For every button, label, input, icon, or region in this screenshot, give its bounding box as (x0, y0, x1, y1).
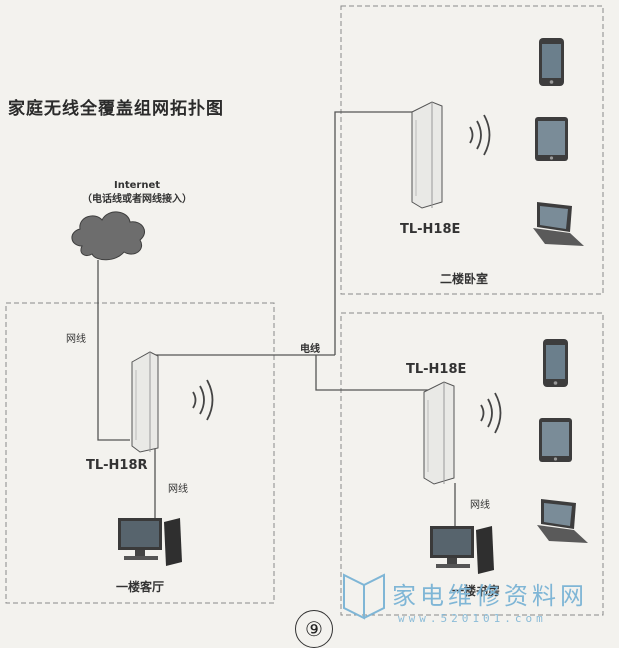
laptop-icon (537, 499, 588, 543)
desktop-computer-icon (118, 518, 182, 566)
device-label-bedroom-extender: TL-H18E (400, 222, 461, 237)
main-adapter-device (131, 351, 159, 453)
device-label-study-extender: TL-H18E (406, 362, 467, 377)
wifi-signal-icon (480, 392, 502, 434)
page-number: ⑨ (295, 610, 333, 648)
cable-label-internet: 网线 (66, 334, 86, 345)
wifi-signal-icon (192, 379, 214, 421)
cable-label-pc-study: 网线 (470, 500, 490, 511)
smartphone-icon (543, 339, 568, 387)
wifi-signal-icon (469, 114, 491, 156)
diagram-title: 家庭无线全覆盖组网拓扑图 (8, 99, 224, 119)
cable-internet-to-router (97, 260, 130, 441)
laptop-icon (533, 202, 584, 246)
watermark-text: 家电维修资料网 (392, 582, 588, 610)
powerline-label: 电线 (300, 344, 320, 355)
smartphone-icon (539, 38, 564, 86)
powerline-to-bedroom (334, 111, 418, 355)
desktop-computer-icon (430, 526, 494, 574)
watermark-logo-icon (343, 573, 385, 620)
study-extender-device (423, 381, 455, 485)
watermark-url: www.520101.com (398, 612, 547, 625)
room-box-study (340, 312, 604, 616)
tablet-icon (535, 117, 568, 161)
internet-label: Internet （电话线或者网线接入） (62, 179, 212, 207)
device-label-main-adapter: TL-H18R (86, 458, 148, 473)
internet-note: （电话线或者网线接入） (82, 194, 192, 205)
tablet-icon (539, 418, 572, 462)
room-box-first-floor (5, 302, 275, 604)
room-box-second-floor (340, 5, 604, 295)
bedroom-extender-device (411, 101, 443, 209)
powerline-to-study (315, 355, 428, 391)
cable-label-pc-1f: 网线 (168, 484, 188, 495)
internet-cloud-icon (71, 211, 145, 261)
room-label-study: 一楼书房 (452, 584, 501, 598)
internet-name: Internet (113, 180, 160, 191)
room-label-second-floor: 二楼卧室 (440, 272, 489, 286)
room-label-first-floor: 一楼客厅 (116, 580, 165, 594)
